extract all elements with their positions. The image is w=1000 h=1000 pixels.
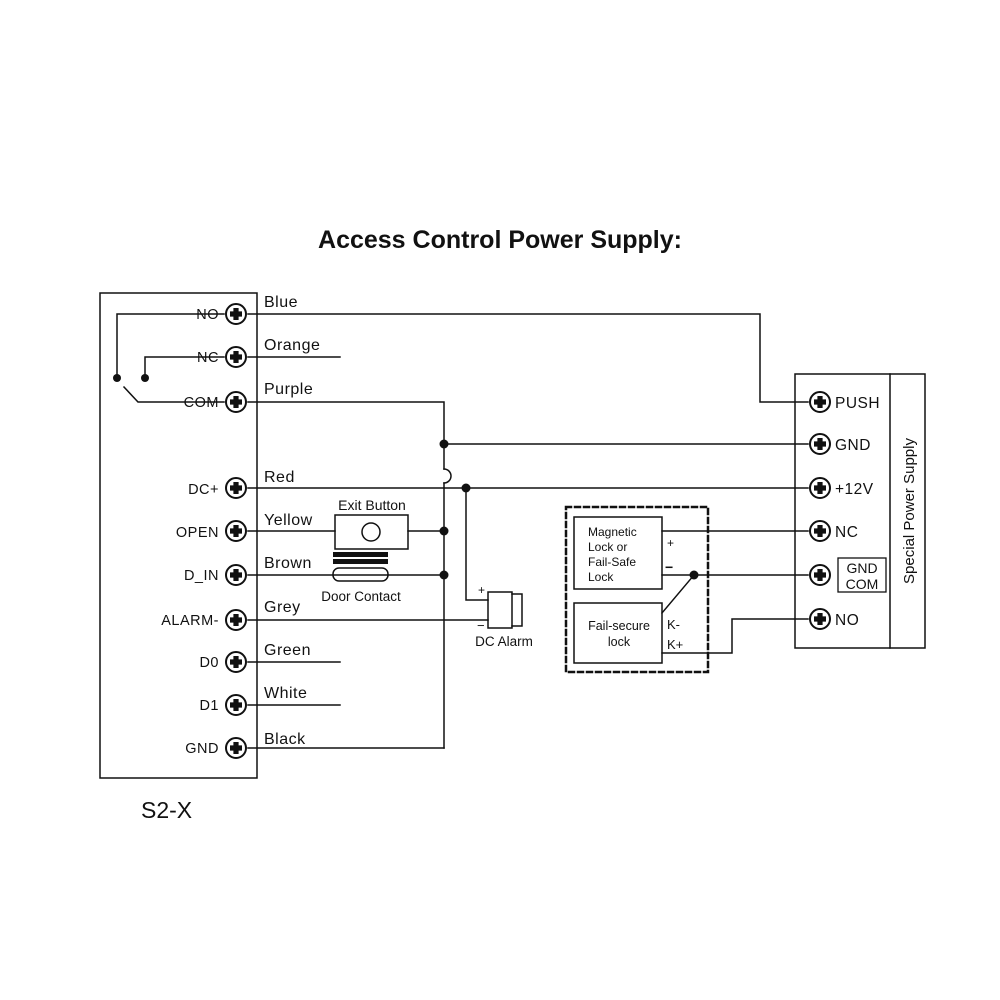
psu-label-12v: +12V (835, 481, 874, 498)
mag-lock-minus: − (665, 559, 673, 575)
terminal-screw-icon-d-in (225, 564, 247, 586)
mag-lock-plus: + (667, 536, 674, 550)
mag-lock-line-4: Lock (588, 570, 614, 584)
k-plus-label: K+ (667, 637, 683, 652)
wire-label-purple: Purple (264, 381, 313, 398)
controller-name: S2-X (141, 797, 192, 823)
terminal-screw-icon-d1 (225, 694, 247, 716)
psu-screw-icon-push-0 (809, 391, 831, 413)
terminal-label-d1: D1 (199, 698, 219, 714)
psu-label-nc: NC (835, 524, 858, 541)
terminal-label-no: NO (196, 307, 219, 323)
terminal-screw-icon-gnd (225, 737, 247, 759)
psu-label-gnd: GND (835, 437, 871, 454)
wire-label-green: Green (264, 642, 311, 659)
terminal-screw-icon-d0 (225, 651, 247, 673)
terminal-label-nc: NC (197, 350, 219, 366)
door-contact-label: Door Contact (321, 589, 401, 604)
diagram-title: Access Control Power Supply: (318, 226, 682, 254)
terminal-screw-icon-open (225, 520, 247, 542)
wire-label-black: Black (264, 731, 306, 748)
terminal-label-dc-plus: DC+ (188, 482, 219, 498)
exit-button-label: Exit Button (338, 497, 406, 513)
terminal-screw-icon-alarm (225, 609, 247, 631)
wire-label-orange: Orange (264, 337, 320, 354)
wire-label-white: White (264, 685, 307, 702)
mag-lock-line-2: Lock or (588, 540, 627, 554)
mag-lock-line-3: Fail-Safe (588, 555, 636, 569)
dc-alarm-label: DC Alarm (475, 634, 533, 649)
psu-screw-icon-no-5 (809, 608, 831, 630)
psu-label-push: PUSH (835, 395, 880, 412)
psu-screw-icon-gnd-1 (809, 433, 831, 455)
controller-terminal-screws (225, 303, 247, 759)
terminal-label-com: COM (184, 395, 219, 411)
controller-box (99, 292, 258, 779)
power-supply-box (794, 373, 926, 649)
psu-label-gnd-com-2: COM (846, 576, 879, 592)
power-supply-terminal-screws (809, 391, 831, 630)
terminal-screw-icon-com (225, 391, 247, 413)
power-supply-name: Special Power Supply (901, 438, 918, 584)
terminal-label-d0: D0 (199, 655, 219, 671)
psu-label-gnd-com-1: GND (846, 560, 877, 576)
terminal-label-gnd: GND (185, 741, 219, 757)
dc-alarm-minus: − (477, 618, 485, 633)
wire-label-yellow: Yellow (264, 512, 313, 529)
fail-secure-line-1: Fail-secure (588, 619, 650, 633)
mag-lock-line-1: Magnetic (588, 525, 637, 539)
wire-label-brown: Brown (264, 555, 312, 572)
terminal-label-open: OPEN (176, 525, 219, 541)
terminal-screw-icon-no (225, 303, 247, 325)
terminal-screw-icon-nc (225, 346, 247, 368)
wire-label-blue: Blue (264, 294, 298, 311)
fail-secure-line-2: lock (608, 635, 631, 649)
psu-label-no: NO (835, 612, 859, 629)
terminal-label-alarm-minus: ALARM- (161, 613, 219, 629)
psu-screw-icon-gnd-4 (809, 564, 831, 586)
terminal-label-d-in: D_IN (184, 568, 219, 584)
k-minus-label: K- (667, 617, 680, 632)
terminal-screw-icon-dc (225, 477, 247, 499)
psu-screw-icon-nc-3 (809, 520, 831, 542)
wire-label-red: Red (264, 469, 295, 486)
dc-alarm-plus: + (478, 583, 485, 597)
wire-label-grey: Grey (264, 599, 301, 616)
psu-screw-icon--12v-2 (809, 477, 831, 499)
